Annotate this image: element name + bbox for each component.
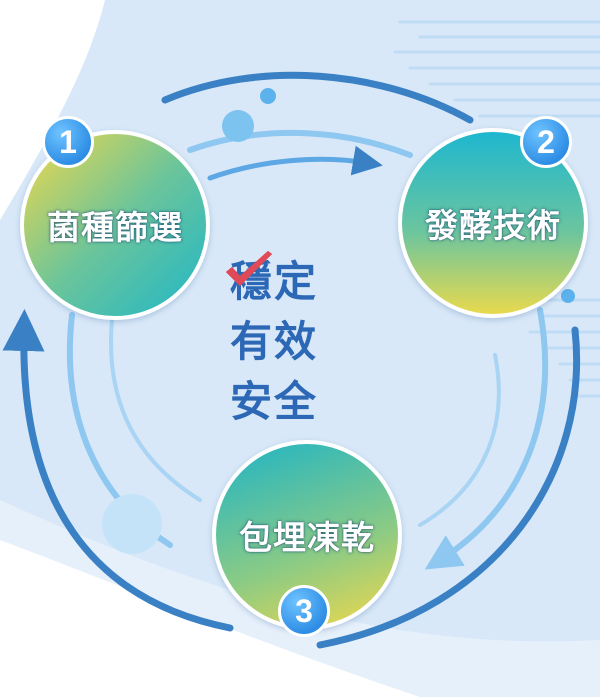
- step-number-badge-2: 2: [520, 116, 572, 168]
- mid-arc-right: [424, 307, 549, 570]
- step-label-1: 菌種篩選: [47, 208, 183, 247]
- step-number-badge-3: 3: [278, 585, 330, 637]
- step-number-badge-1: 1: [42, 116, 94, 168]
- benefit-text: 安全: [230, 376, 319, 426]
- inner-arc-right: [418, 353, 501, 527]
- dot-top: [222, 110, 254, 142]
- benefit-text: 有效: [230, 316, 319, 366]
- checkmark-icon: [226, 251, 272, 286]
- benefit-item: 有效: [222, 251, 319, 368]
- outer-arc-top: [161, 71, 474, 124]
- benefits-list: 穩定 有效 安全: [222, 248, 318, 428]
- step-circle-1: 菌種篩選: [20, 130, 210, 320]
- benefit-item: 安全: [222, 251, 319, 428]
- mid-arc-top: [187, 129, 413, 158]
- outer-arc-left: [2, 309, 234, 632]
- step-label-2: 發酵技術: [425, 206, 561, 245]
- dot-right: [561, 289, 575, 303]
- step-label-3: 包埋凍乾: [239, 518, 375, 557]
- inner-arc-left: [109, 318, 202, 502]
- outer-arc-right: [316, 326, 581, 649]
- mid-arc-top-arrow: [207, 145, 383, 181]
- dot-left: [102, 494, 162, 554]
